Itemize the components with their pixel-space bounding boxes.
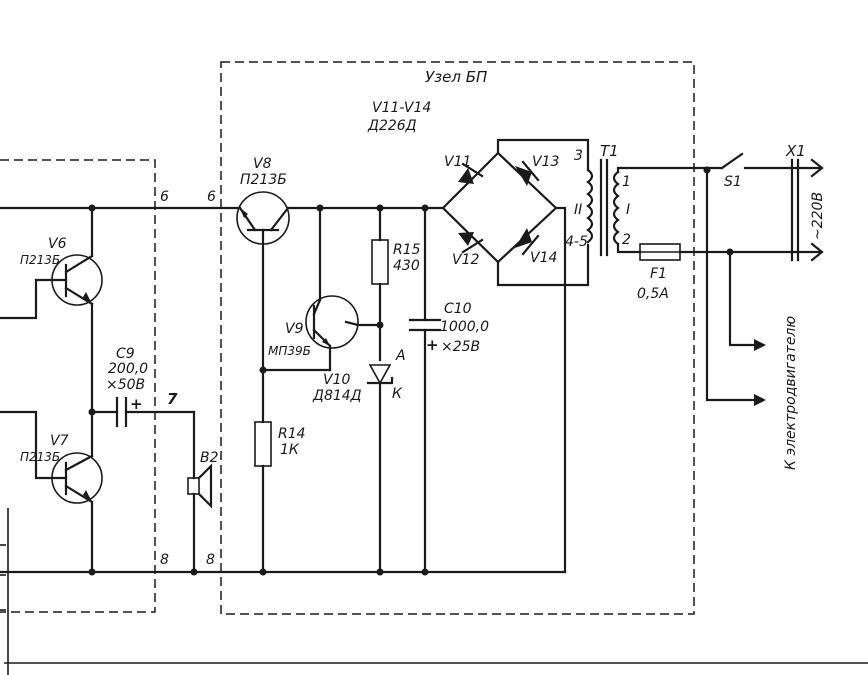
t1-pin-2: 2 bbox=[622, 232, 631, 248]
t1-winding-1: I bbox=[626, 202, 630, 218]
v13-ref: V13 bbox=[532, 154, 559, 170]
t1-pin-3: 3 bbox=[574, 148, 583, 164]
v12-ref: V12 bbox=[452, 252, 479, 268]
f1-ref: F1 bbox=[650, 266, 667, 282]
c10-ref: C10 bbox=[444, 301, 472, 317]
node-label-6-left: 6 bbox=[160, 189, 169, 205]
svg-text:+: + bbox=[426, 336, 439, 354]
resistor-r14 bbox=[254, 368, 272, 574]
c9-value: 200,0 bbox=[108, 361, 148, 377]
node-label-8-right: 8 bbox=[206, 552, 215, 568]
s1-ref: S1 bbox=[724, 174, 742, 190]
amplifier-block-border bbox=[0, 159, 156, 613]
c9-voltage: ×50В bbox=[106, 377, 145, 393]
bridge-label: V11-V14 bbox=[372, 100, 431, 116]
motor-leads bbox=[705, 166, 766, 406]
v7-type: П213Б bbox=[20, 450, 60, 464]
diode-bridge bbox=[441, 138, 590, 574]
node-label-8-left: 8 bbox=[160, 552, 169, 568]
capacitor-c9: + bbox=[90, 395, 196, 428]
edge-marks bbox=[0, 544, 6, 611]
v8-type: П213Б bbox=[240, 172, 287, 188]
v6-type: П213Б bbox=[20, 253, 60, 267]
fuse-f1 bbox=[639, 243, 822, 261]
r15-value: 430 bbox=[393, 258, 420, 274]
t1-winding-2: II bbox=[574, 202, 582, 218]
r14-value: 1К bbox=[280, 442, 300, 458]
zener-v10 bbox=[366, 364, 394, 574]
bridge-type: Д226Д bbox=[367, 118, 417, 134]
node-label-7: 7 bbox=[167, 390, 178, 408]
block-title: Узел БП bbox=[425, 68, 487, 86]
x1-voltage: ~220В bbox=[810, 192, 826, 240]
capacitor-c10: + bbox=[408, 206, 442, 574]
v8-ref: V8 bbox=[253, 156, 272, 172]
connector-x1 bbox=[790, 158, 824, 262]
speaker-b2 bbox=[187, 410, 213, 574]
c10-voltage: ×25В bbox=[441, 339, 480, 355]
transistor-v7 bbox=[0, 410, 103, 574]
v9-ref: V9 bbox=[285, 321, 304, 337]
power-supply-block-border bbox=[220, 61, 695, 615]
transformer-t1 bbox=[586, 158, 709, 257]
c9-ref: C9 bbox=[116, 346, 135, 362]
node-label-6-right: 6 bbox=[207, 189, 216, 205]
junction-dots bbox=[88, 166, 734, 576]
v10-type: Д814Д bbox=[312, 388, 362, 404]
v9-type: МП39Б bbox=[268, 344, 311, 358]
v10-anode: А bbox=[395, 348, 406, 364]
b2-ref: B2 bbox=[200, 450, 219, 466]
t1-pin-45: 4-5 bbox=[565, 234, 588, 250]
v11-ref: V11 bbox=[444, 154, 471, 170]
svg-text:+: + bbox=[130, 395, 143, 413]
v14-ref: V14 bbox=[530, 250, 557, 266]
switch-s1 bbox=[705, 152, 822, 170]
f1-value: 0,5А bbox=[637, 286, 669, 302]
v6-ref: V6 bbox=[48, 236, 67, 252]
v7-ref: V7 bbox=[50, 433, 69, 449]
transistor-v6 bbox=[0, 206, 103, 414]
r14-ref: R14 bbox=[278, 426, 306, 442]
r15-ref: R15 bbox=[393, 242, 421, 258]
v10-ref: V10 bbox=[323, 372, 350, 388]
v10-cathode: К bbox=[392, 386, 403, 402]
motor-label: К электродвигателю bbox=[783, 316, 799, 470]
transistor-v8 bbox=[236, 191, 290, 372]
c10-value: 1000,0 bbox=[440, 319, 489, 335]
t1-pin-1: 1 bbox=[622, 174, 631, 190]
transistor-v9 bbox=[261, 206, 382, 372]
t1-ref: T1 bbox=[600, 142, 619, 160]
x1-ref: X1 bbox=[785, 142, 806, 160]
resistor-r15 bbox=[371, 206, 389, 362]
